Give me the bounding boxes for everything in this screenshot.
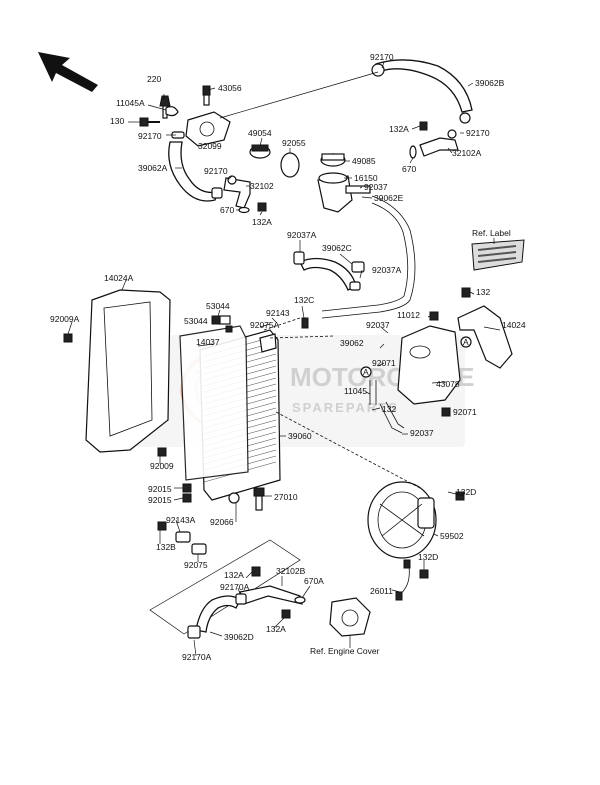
part-label: 132A <box>266 624 286 634</box>
part-label: 92170A <box>220 582 250 592</box>
part-label: 92037A <box>287 230 317 240</box>
part-label: 132D <box>456 487 476 497</box>
reserve-tank <box>369 311 461 434</box>
part-label: 132A <box>224 570 244 580</box>
lower-hose-group <box>149 539 371 639</box>
part-label: 59502 <box>440 531 464 541</box>
radiator-shroud-left <box>85 279 171 453</box>
part-label: 92066 <box>210 517 234 527</box>
fan-cover-right <box>457 287 513 369</box>
part-label: 92015 <box>148 484 172 494</box>
part-label: 49085 <box>352 156 376 166</box>
callout-a-right: A <box>463 337 469 347</box>
part-label: 11045A <box>116 98 145 108</box>
callout-a-group: A A <box>360 336 472 378</box>
part-label: 16150 <box>354 173 378 183</box>
part-label: 220 <box>147 74 161 84</box>
cooling-fan-assembly <box>367 481 465 601</box>
part-label: 39062E <box>374 193 404 203</box>
part-label: 32102B <box>276 566 306 576</box>
watermark-subtitle: SPAREPARTS <box>292 400 399 415</box>
part-label: 132A <box>389 124 409 134</box>
part-label: 92143A <box>166 515 196 525</box>
part-label: 132A <box>252 217 272 227</box>
part-label: 32102A <box>452 148 482 158</box>
part-label: 32099 <box>198 141 222 151</box>
part-label: 11012 <box>397 310 420 320</box>
part-label: 92009 <box>150 461 174 471</box>
part-label: 92170A <box>182 652 212 662</box>
part-label: 39062B <box>475 78 505 88</box>
hose-39062c <box>293 251 365 291</box>
part-label: 92170 <box>466 128 490 138</box>
part-label: 92015 <box>148 495 172 505</box>
part-label: 49054 <box>248 128 272 138</box>
part-label: 132B <box>156 542 176 552</box>
radiator-core <box>179 325 281 504</box>
ref-label-plate <box>471 239 525 271</box>
part-label: 14037 <box>196 337 220 347</box>
part-label: 670A <box>304 576 324 586</box>
part-label: 27010 <box>274 492 298 502</box>
part-label: 92009A <box>50 314 80 324</box>
part-label: 39060 <box>288 431 312 441</box>
part-label: 53044 <box>206 301 230 311</box>
part-label: 132 <box>382 404 396 414</box>
ref-label-text: Ref. Label <box>472 228 511 238</box>
part-label: 92170 <box>370 52 394 62</box>
part-label: 132 <box>476 287 490 297</box>
part-label: 92170 <box>138 131 162 141</box>
part-label: 92170 <box>204 166 228 176</box>
part-label: 39062D <box>224 632 254 642</box>
part-label: 92075A <box>250 320 280 330</box>
part-label: 39062C <box>322 243 352 253</box>
part-label: 39062A <box>138 163 168 173</box>
part-label: 92075 <box>184 560 208 570</box>
part-label: 43078 <box>436 379 460 389</box>
part-label: 670 <box>402 164 416 174</box>
ref-engine-cover-text: Ref. Engine Cover <box>310 646 380 656</box>
part-label: 53044 <box>184 316 208 326</box>
callout-a-left: A <box>363 367 369 377</box>
part-label: 92037 <box>366 320 390 330</box>
part-label: 39062 <box>340 338 364 348</box>
filler-neck-assembly <box>139 59 473 319</box>
part-label: 14024 <box>502 320 526 330</box>
part-label: 11045 <box>344 386 367 396</box>
arrow-front-icon <box>38 52 98 92</box>
part-label: 92037A <box>372 265 402 275</box>
part-label: 132C <box>294 295 314 305</box>
part-label: 43056 <box>218 83 242 93</box>
part-label: 14024A <box>104 273 134 283</box>
part-label: 92055 <box>282 138 306 148</box>
part-label: 32102 <box>250 181 274 191</box>
part-labels: 220 43056 11045A 130 92170 32099 49054 9… <box>50 52 526 662</box>
part-label: 92071 <box>372 358 396 368</box>
part-label: 26011 <box>370 586 393 596</box>
part-label: 130 <box>110 116 124 126</box>
part-label: 92071 <box>453 407 477 417</box>
part-label: 92037 <box>410 428 434 438</box>
part-label: 132D <box>418 552 438 562</box>
leader-lines <box>67 61 501 657</box>
lower-small-parts <box>63 315 421 555</box>
part-label: 92037 <box>364 182 388 192</box>
part-label: 92143 <box>266 308 290 318</box>
part-label: 670 <box>220 205 234 215</box>
